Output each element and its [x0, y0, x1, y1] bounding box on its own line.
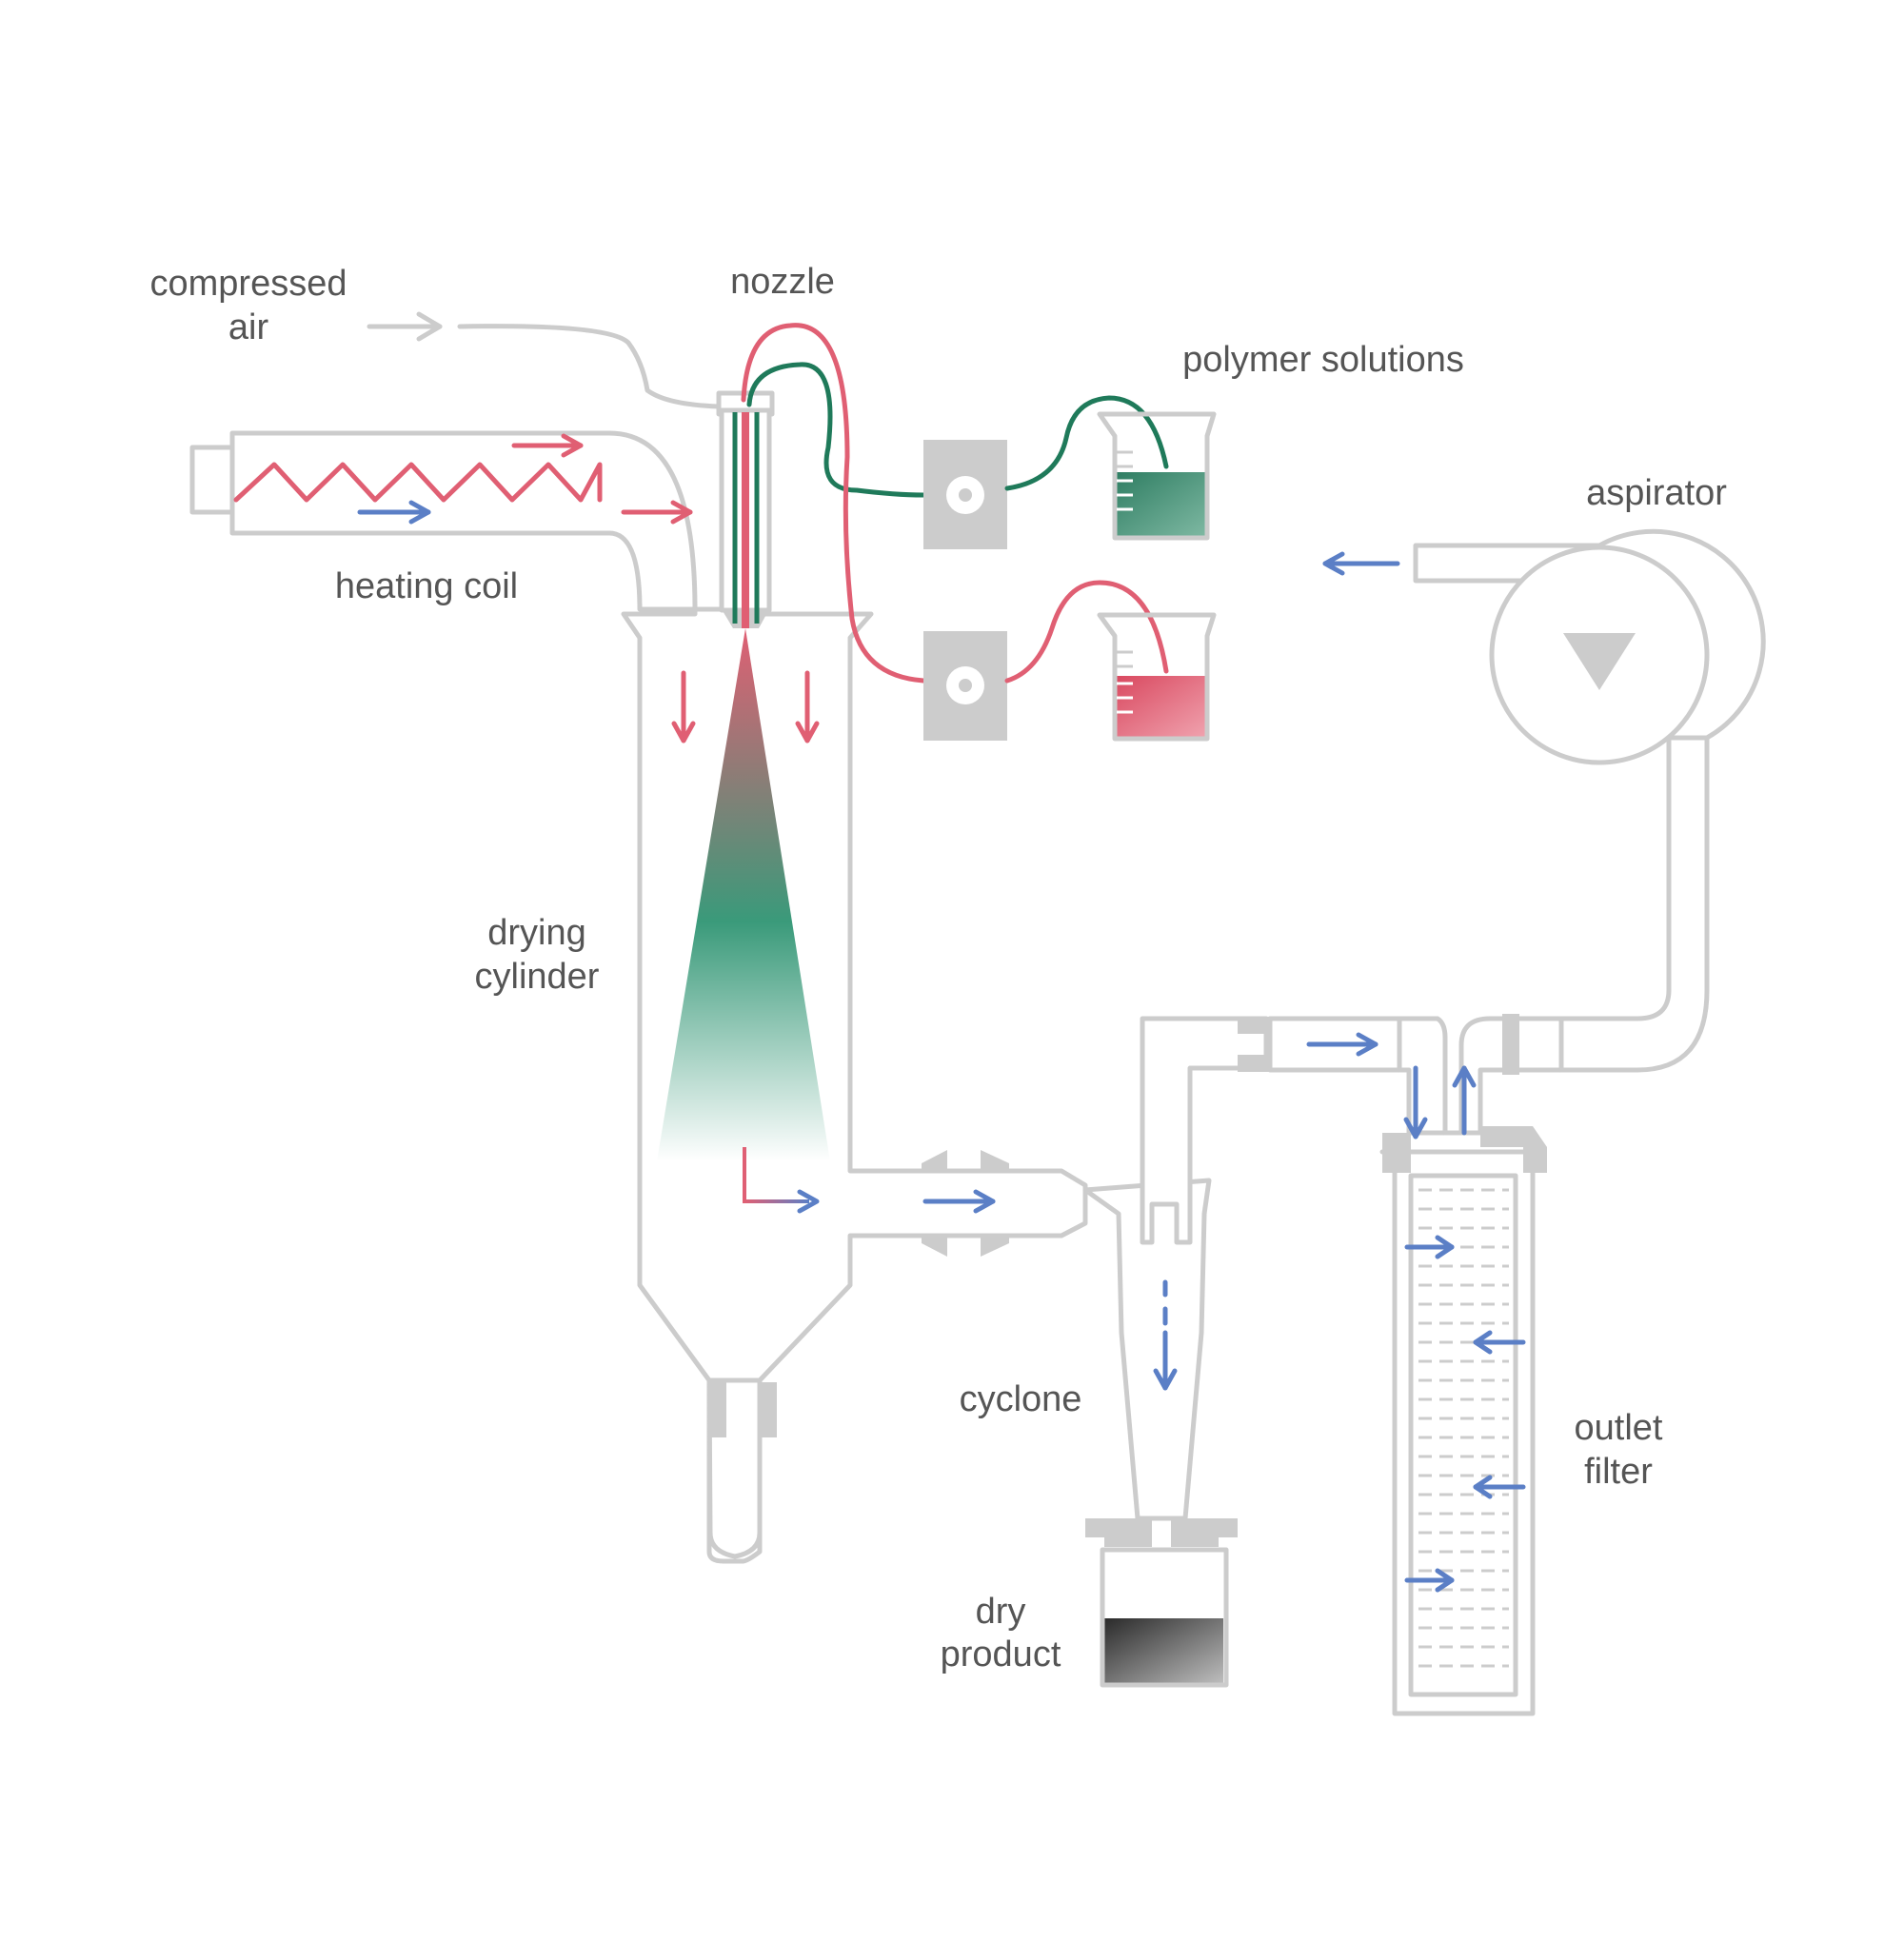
- compressed-air-line: [457, 324, 722, 409]
- red-solution-line: [741, 323, 926, 684]
- green-solution-line: [746, 362, 926, 498]
- outlet-filter: [1379, 1014, 1564, 1716]
- label-heating-coil: heating coil: [335, 566, 518, 606]
- beaker-green: [1097, 411, 1217, 541]
- label-nozzle: nozzle: [730, 262, 835, 302]
- pump-top: [923, 440, 1007, 549]
- flow-arrows: [357, 311, 1526, 1593]
- label-compressed-air-2: air: [228, 307, 269, 347]
- heating-coil: [233, 462, 603, 503]
- label-outlet-filter-2: filter: [1584, 1452, 1653, 1492]
- drying-cylinder: [621, 606, 1088, 1564]
- label-outlet-filter-1: outlet: [1575, 1408, 1663, 1448]
- label-cyclone: cyclone: [960, 1379, 1082, 1419]
- cyclone: [1082, 1016, 1402, 1547]
- dry-product-container: [1100, 1547, 1229, 1688]
- label-dry-product-1: dry: [976, 1592, 1026, 1632]
- beaker-red: [1097, 612, 1217, 742]
- nozzle: [457, 324, 775, 628]
- labels: compressed air nozzle polymer solutions …: [150, 262, 1728, 1674]
- label-polymer-solutions: polymer solutions: [1182, 340, 1464, 380]
- aspirator: [1413, 528, 1766, 1073]
- spray-cone: [657, 628, 830, 1161]
- label-drying-cylinder-2: cylinder: [475, 957, 600, 997]
- label-drying-cylinder-1: drying: [487, 913, 586, 953]
- label-dry-product-2: product: [941, 1635, 1061, 1674]
- heating-coil-housing: [189, 430, 698, 612]
- pump-bottom: [923, 631, 1007, 741]
- coupling: [922, 1150, 1009, 1257]
- filter-media: [1418, 1188, 1509, 1668]
- label-compressed-air-1: compressed: [150, 264, 347, 304]
- label-aspirator: aspirator: [1586, 473, 1727, 513]
